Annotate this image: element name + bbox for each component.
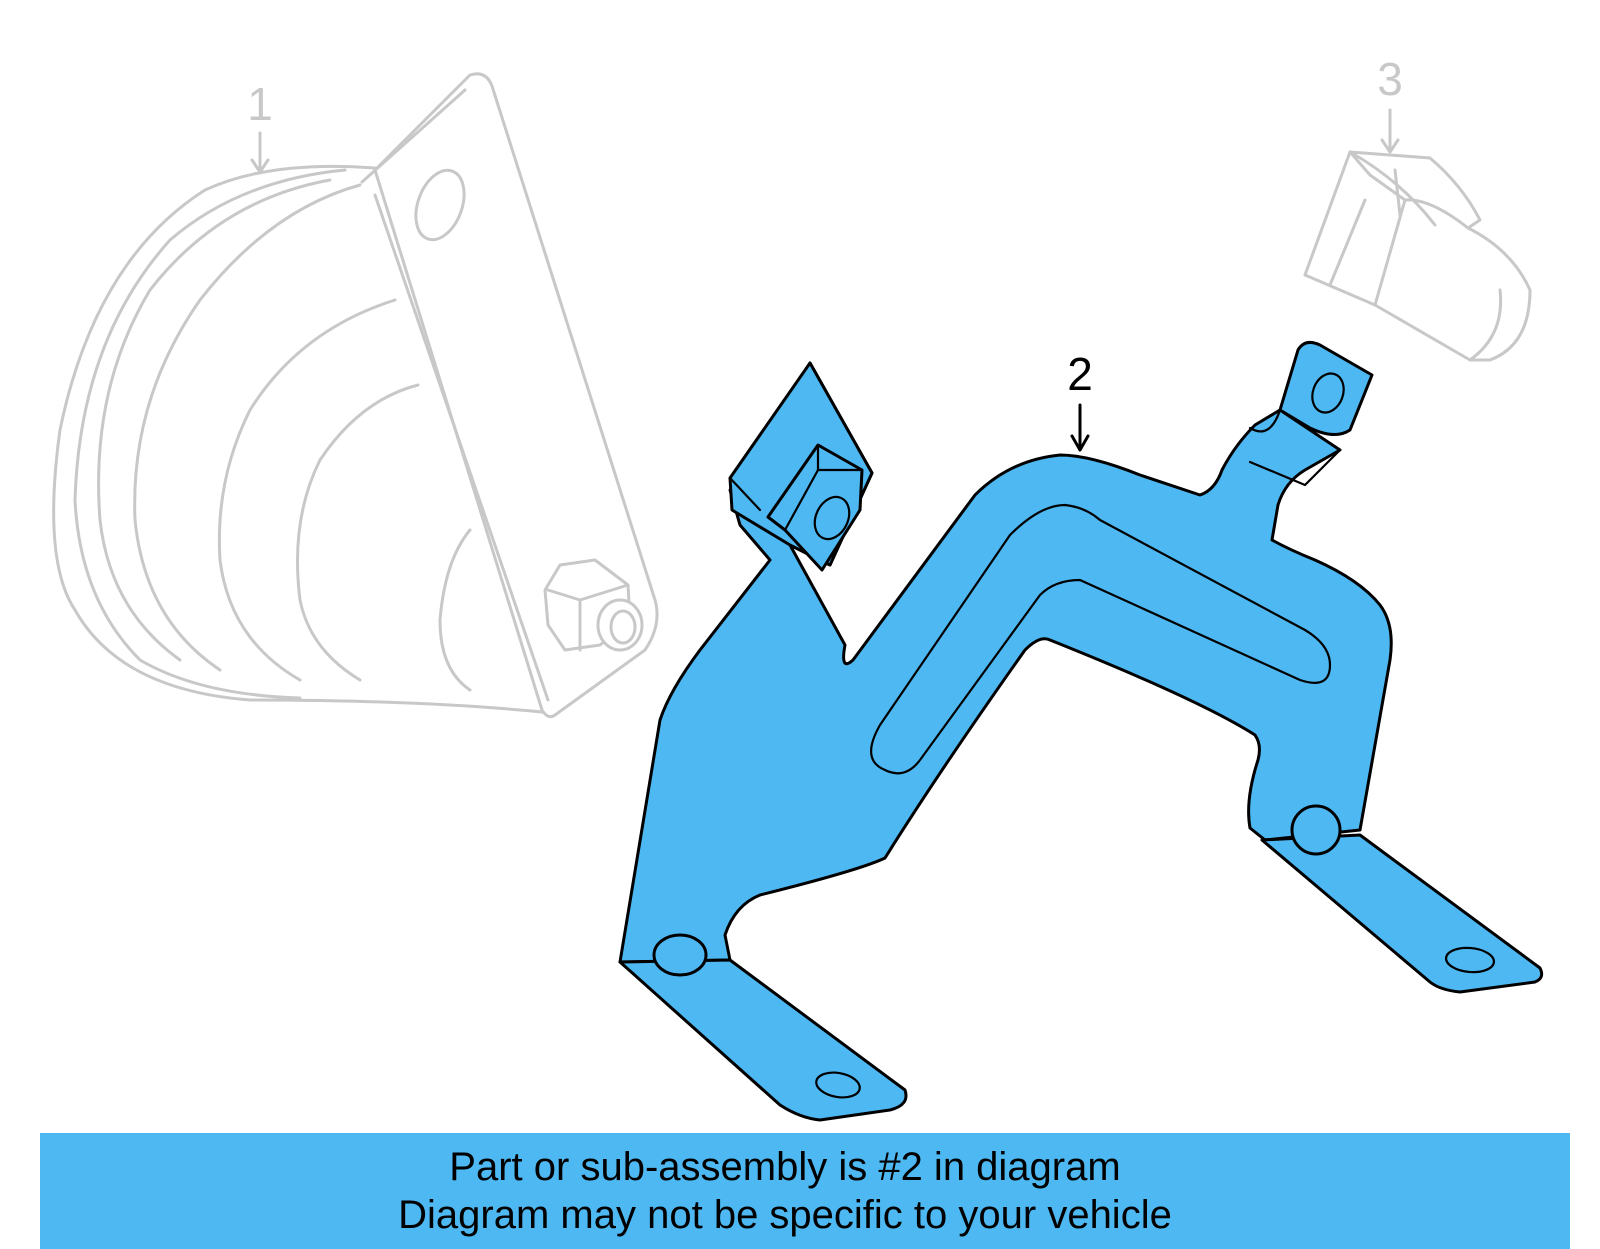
- bracket-lower-left-foot: [618, 958, 908, 1122]
- part-3-nut: 3: [1303, 53, 1532, 362]
- banner-line-1: Part or sub-assembly is #2 in diagram: [449, 1145, 1121, 1189]
- banner-line-2: Diagram may not be specific to your vehi…: [398, 1193, 1172, 1237]
- part-1-horn: 1: [52, 72, 659, 719]
- info-banner: Part or sub-assembly is #2 in diagram Di…: [40, 1133, 1570, 1249]
- bracket-upper-right-tab: [1278, 340, 1374, 436]
- bracket-lower-right-foot: [1260, 833, 1544, 994]
- bracket-body: [618, 361, 1393, 964]
- callout-1-number: 1: [247, 78, 273, 130]
- part-2-bracket: 2: [618, 340, 1544, 1122]
- callout-2-number: 2: [1067, 348, 1093, 400]
- callout-3-number: 3: [1377, 53, 1403, 105]
